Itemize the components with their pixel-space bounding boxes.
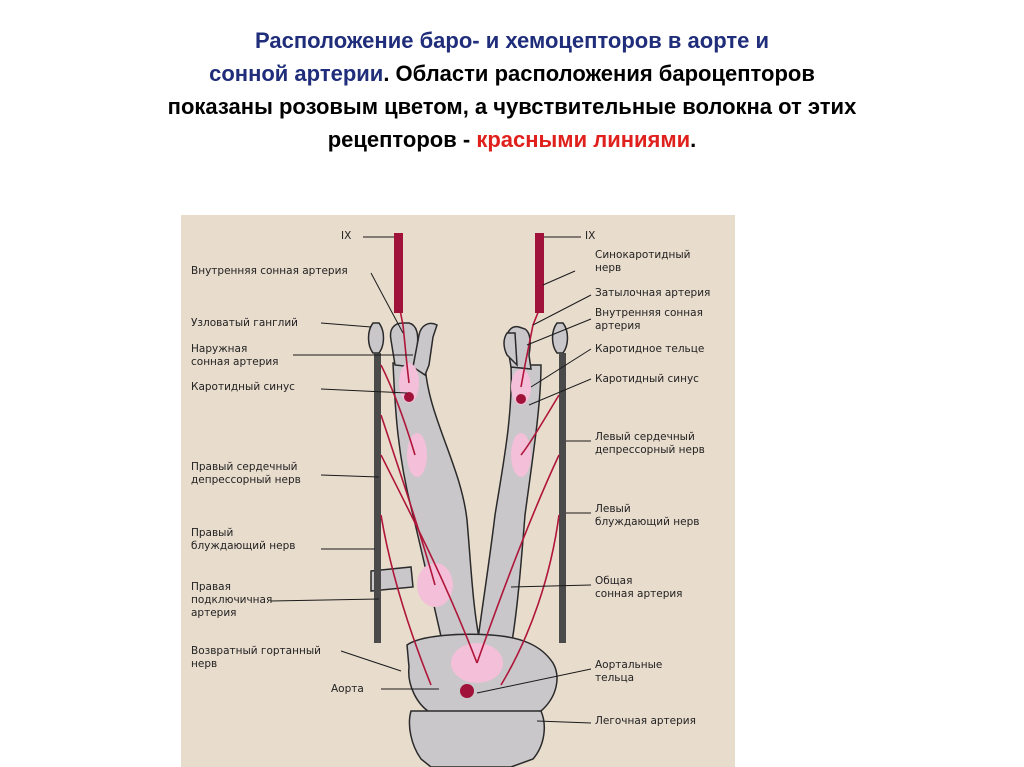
label-occipital: Затылочная артерия [595, 287, 711, 299]
vagus-nerves [374, 353, 566, 643]
label-aorta: Аорта [331, 683, 364, 695]
left-common-carotid [476, 364, 542, 648]
right-subclavian [370, 566, 414, 592]
label-internal-carotid-right: Внутренняя сонная артерия [595, 307, 703, 332]
label-right-subclavian: Правая подключичная артерия [191, 581, 273, 619]
title-line-1: Расположение баро- и хемоцепторов в аорт… [255, 28, 769, 53]
anatomy-figure: IX Внутренняя сонная артерия Узловатый г… [181, 215, 735, 767]
label-ix-right: IX [585, 230, 596, 242]
leader-lines [270, 236, 592, 724]
fiber-roots [394, 233, 544, 698]
label-carotid-sinus-right: Каротидный синус [595, 373, 699, 385]
vessels [367, 322, 569, 767]
left-external-carotid [503, 332, 518, 367]
title-line-2: сонной артерии. Области расположения бар… [209, 61, 815, 86]
label-carotid-body: Каротидное тельце [595, 343, 705, 355]
label-internal-carotid-left: Внутренняя сонная артерия [191, 265, 348, 277]
anatomy-drawing [270, 233, 592, 767]
label-right-depressor: Правый сердечный депрессорный нерв [191, 461, 301, 486]
label-common-carotid: Общая сонная артерия [595, 575, 683, 600]
left-nodose-ganglion [551, 322, 569, 354]
label-pulmonary: Легочная артерия [595, 715, 696, 727]
right-nodose-ganglion [367, 322, 385, 354]
title-line-4: рецепторов - красными линиями. [327, 127, 697, 152]
slide-title: Расположение баро- и хемоцепторов в аорт… [40, 24, 984, 156]
label-external-carotid: Наружная сонная артерия [191, 343, 279, 368]
right-external-carotid [412, 322, 438, 377]
pulmonary-artery [408, 710, 546, 767]
label-left-vagus: Левый блуждающий нерв [595, 503, 700, 528]
label-recurrent-laryngeal: Возвратный гортанный нерв [191, 645, 321, 670]
right-vagus-bar [374, 353, 381, 643]
label-left-depressor: Левый сердечный депрессорный нерв [595, 431, 705, 456]
label-nodose-ganglion: Узловатый ганглий [191, 317, 298, 329]
title-line-3: показаны розовым цветом, а чувствительны… [167, 94, 857, 119]
label-ix-left: IX [341, 230, 352, 242]
label-carotid-sinus-left: Каротидный синус [191, 381, 295, 393]
label-sinus-nerve: Синокаротидный нерв [595, 249, 691, 274]
label-aortic-bodies: Аортальные тельца [595, 659, 663, 684]
label-right-vagus: Правый блуждающий нерв [191, 527, 296, 552]
left-vagus-bar [559, 353, 566, 643]
